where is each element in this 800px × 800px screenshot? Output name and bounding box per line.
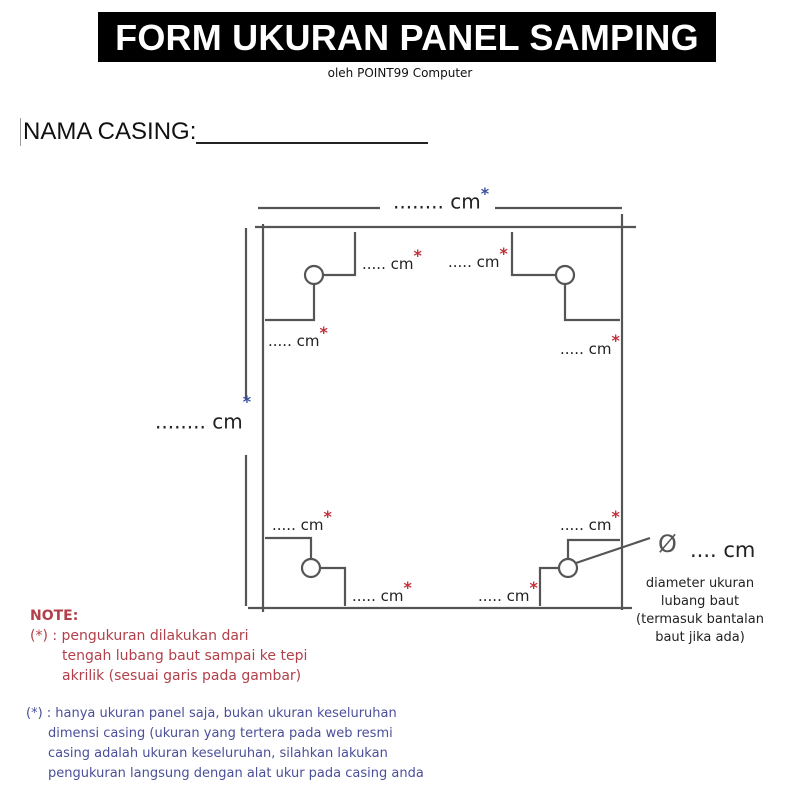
desc-line: lubang baut: [660, 594, 740, 609]
note-line: tengah lubang baut sampai ke tepi: [62, 648, 308, 664]
case-name-blank[interactable]: [196, 118, 429, 144]
corner-bottom-left: [265, 536, 347, 606]
br-side-label: ..... cm*: [560, 507, 620, 534]
width-label: ........ cm*: [393, 184, 490, 214]
note-blue: (*) : hanya ukuran panel saja, bukan uku…: [26, 704, 424, 784]
case-name-label: NAMA CASING:: [23, 118, 197, 145]
tl-side-label: ..... cm*: [268, 323, 328, 350]
note-line: casing adalah ukuran keseluruhan, silahk…: [48, 746, 388, 761]
corner-bottom-right: [538, 536, 651, 606]
corner-top-right: [510, 232, 620, 322]
panel-outline: [248, 214, 636, 612]
case-name-field[interactable]: NAMA CASING:: [20, 118, 429, 146]
page-title: FORM UKURAN PANEL SAMPING: [98, 12, 716, 62]
note-red: NOTE: (*) : pengukuran dilakukan dari te…: [30, 606, 307, 686]
corner-top-left: [265, 232, 357, 322]
note-line: dimensi casing (ukuran yang tertera pada…: [48, 726, 393, 741]
diameter-icon: Ø: [658, 530, 677, 558]
dimension-lines: [244, 206, 622, 606]
note-line: (*) : hanya ukuran panel saja, bukan uku…: [26, 706, 397, 721]
bl-side-label: ..... cm*: [272, 507, 332, 534]
note-heading: NOTE:: [30, 608, 79, 624]
bl-bottom-label: ..... cm*: [352, 578, 412, 605]
desc-line: diameter ukuran: [645, 576, 755, 591]
note-line: (*) : pengukuran dilakukan dari: [30, 628, 249, 644]
note-line: pengukuran langsung dengan alat ukur pad…: [48, 766, 424, 781]
note-line: akrilik (sesuai garis pada gambar): [62, 668, 302, 684]
height-label: ........ cm*: [155, 392, 252, 434]
tr-top-label: ..... cm*: [448, 244, 508, 271]
diameter-description: diameter ukuran lubang baut (termasuk ba…: [630, 575, 770, 647]
diameter-value: .... cm: [690, 538, 756, 562]
desc-line: baut jika ada): [655, 630, 745, 645]
br-bottom-label: ..... cm*: [478, 578, 538, 605]
desc-line: (termasuk bantalan: [636, 612, 764, 627]
tr-side-label: ..... cm*: [560, 331, 620, 358]
page-subtitle: oleh POINT99 Computer: [327, 66, 473, 80]
tl-top-label: ..... cm*: [362, 246, 422, 273]
